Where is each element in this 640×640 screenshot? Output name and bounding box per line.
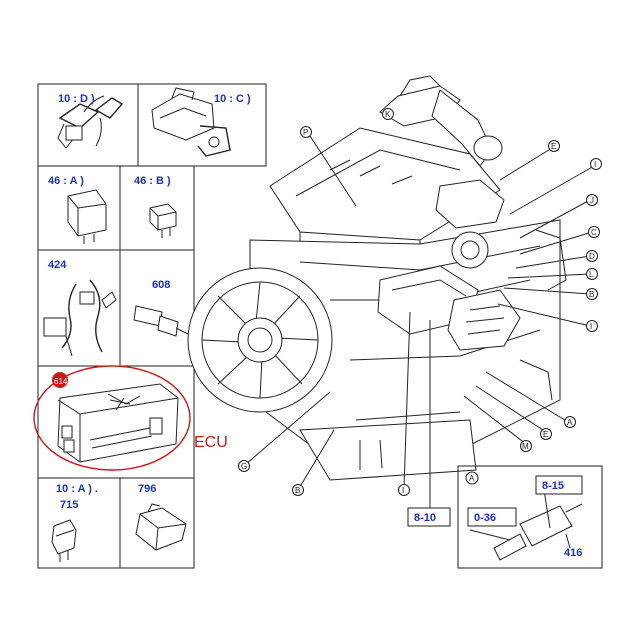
part-46a-relay bbox=[67, 189, 107, 244]
callout-label: B bbox=[589, 290, 594, 299]
part-ecu-module bbox=[57, 383, 179, 463]
callout-label: I bbox=[594, 160, 596, 169]
label-10d: 10 : D ) bbox=[58, 93, 95, 105]
label-8-10-box bbox=[407, 507, 451, 527]
callout-label: I bbox=[590, 322, 592, 331]
callout-label: P bbox=[303, 128, 308, 137]
part-10d-connector bbox=[57, 95, 124, 149]
label-715: 715 bbox=[60, 499, 78, 511]
part-608-sensor bbox=[133, 305, 189, 337]
parts-grid bbox=[37, 83, 267, 569]
label-10c: 10 : C ) bbox=[214, 93, 251, 105]
label-608: 608 bbox=[152, 279, 170, 291]
ecu-highlight-circle bbox=[33, 365, 191, 471]
label-46b: 46 : B ) bbox=[134, 175, 171, 187]
callout-label: E bbox=[543, 430, 548, 439]
label-8-10: 8-10 bbox=[414, 512, 436, 524]
callout-label: K bbox=[385, 110, 391, 119]
callout-label: J bbox=[590, 196, 594, 205]
label-10a: 10 : A ) . bbox=[56, 483, 98, 495]
label-796: 796 bbox=[138, 483, 156, 495]
engine-illustration bbox=[187, 75, 567, 481]
callout-label: D bbox=[589, 252, 595, 261]
callout-label: E bbox=[551, 142, 556, 151]
callout-leaders bbox=[245, 135, 595, 514]
ecu-label: ECU bbox=[194, 434, 228, 451]
part-424-harness bbox=[43, 279, 117, 357]
part-10c-bracket bbox=[151, 87, 231, 157]
inset-a: A 8-15 0-36 416 bbox=[457, 465, 603, 569]
callout-label: A bbox=[567, 418, 573, 427]
callout-label: L bbox=[589, 270, 594, 279]
inset-a-label: A bbox=[469, 474, 475, 483]
label-46a: 46 : A ) bbox=[48, 175, 84, 187]
part-796-sensor bbox=[135, 503, 187, 551]
label-0-36: 0-36 bbox=[474, 512, 496, 524]
ecu-tag-text: 614 bbox=[54, 377, 68, 386]
ecu-tag-badge bbox=[52, 372, 68, 388]
callout-label: G bbox=[241, 462, 247, 471]
callout-label: M bbox=[522, 442, 529, 451]
label-416: 416 bbox=[564, 547, 582, 559]
callout-circles: P E I J C D L B I A E M K G B I bbox=[238, 108, 602, 496]
part-715-connector bbox=[51, 519, 77, 562]
callout-label: C bbox=[591, 228, 597, 237]
callout-label: B bbox=[295, 486, 300, 495]
part-46b-relay bbox=[149, 203, 177, 238]
callout-label: I bbox=[402, 486, 404, 495]
label-8-15: 8-15 bbox=[542, 480, 564, 492]
label-424: 424 bbox=[48, 259, 67, 271]
